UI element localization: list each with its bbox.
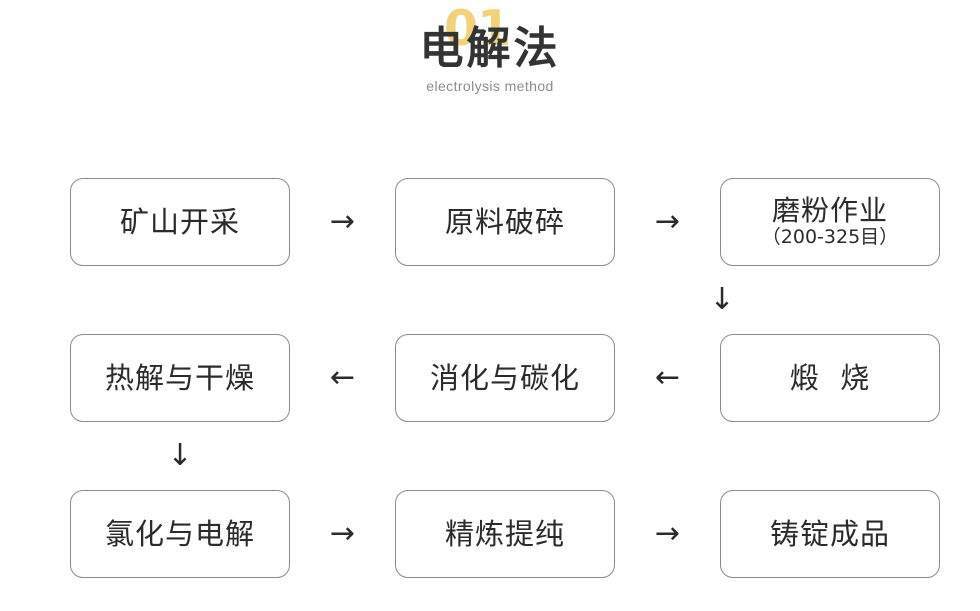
flow-node-label: 铸锭成品 <box>769 516 890 551</box>
flow-node-label: 矿山开采 <box>119 204 240 239</box>
flow-node-label: 精炼提纯 <box>444 516 565 551</box>
flow-node-milling[interactable]: 磨粉作业 （200-325目） <box>720 178 940 266</box>
flow-node-pyrolysis-drying[interactable]: 热解与干燥 <box>70 334 290 422</box>
arrow-right-icon: → <box>654 204 681 239</box>
flow-node-crushing[interactable]: 原料破碎 <box>395 178 615 266</box>
flow-node-mining[interactable]: 矿山开采 <box>70 178 290 266</box>
arrow-left-icon: ← <box>329 360 356 395</box>
flow-node-label: 消化与碳化 <box>429 360 580 395</box>
header-inner: 01 电解法 electrolysis method <box>290 4 690 93</box>
flow-node-ingot-product[interactable]: 铸锭成品 <box>720 490 940 578</box>
connector-row-2: ↓ <box>70 422 942 490</box>
arrow-right-icon: → <box>329 516 356 551</box>
page-header: 01 电解法 electrolysis method <box>0 0 980 120</box>
flow-node-chlorination-electrolysis[interactable]: 氯化与电解 <box>70 490 290 578</box>
flow-node-digestion-carbonization[interactable]: 消化与碳化 <box>395 334 615 422</box>
flow-node-sublabel: （200-325目） <box>761 226 899 249</box>
process-flowchart: 矿山开采 → 原料破碎 → 磨粉作业 （200-325目） ↓ 热解与干燥 ← … <box>70 178 942 578</box>
page-title: 电解法 <box>419 23 561 74</box>
flow-node-label: 煅 烧 <box>789 360 871 395</box>
arrow-down-icon: ↓ <box>167 438 193 473</box>
flow-row-1: 矿山开采 → 原料破碎 → 磨粉作业 （200-325目） <box>70 178 942 266</box>
page-subtitle: electrolysis method <box>426 78 554 95</box>
arrow-down-icon: ↓ <box>709 282 735 317</box>
arrow-right-icon: → <box>329 204 356 239</box>
flow-node-calcination[interactable]: 煅 烧 <box>720 334 940 422</box>
flow-node-label: 热解与干燥 <box>104 360 255 395</box>
flow-node-label: 原料破碎 <box>444 204 565 239</box>
step-number-badge: 01 <box>444 0 511 57</box>
flow-row-2: 热解与干燥 ← 消化与碳化 ← 煅 烧 <box>70 334 942 422</box>
flow-node-label: 氯化与电解 <box>104 516 255 551</box>
connector-row-1: ↓ <box>70 266 942 334</box>
arrow-left-icon: ← <box>654 360 681 395</box>
flow-node-refining-purification[interactable]: 精炼提纯 <box>395 490 615 578</box>
arrow-right-icon: → <box>654 516 681 551</box>
flow-row-3: 氯化与电解 → 精炼提纯 → 铸锭成品 <box>70 490 942 578</box>
flow-node-label: 磨粉作业 <box>771 193 888 227</box>
